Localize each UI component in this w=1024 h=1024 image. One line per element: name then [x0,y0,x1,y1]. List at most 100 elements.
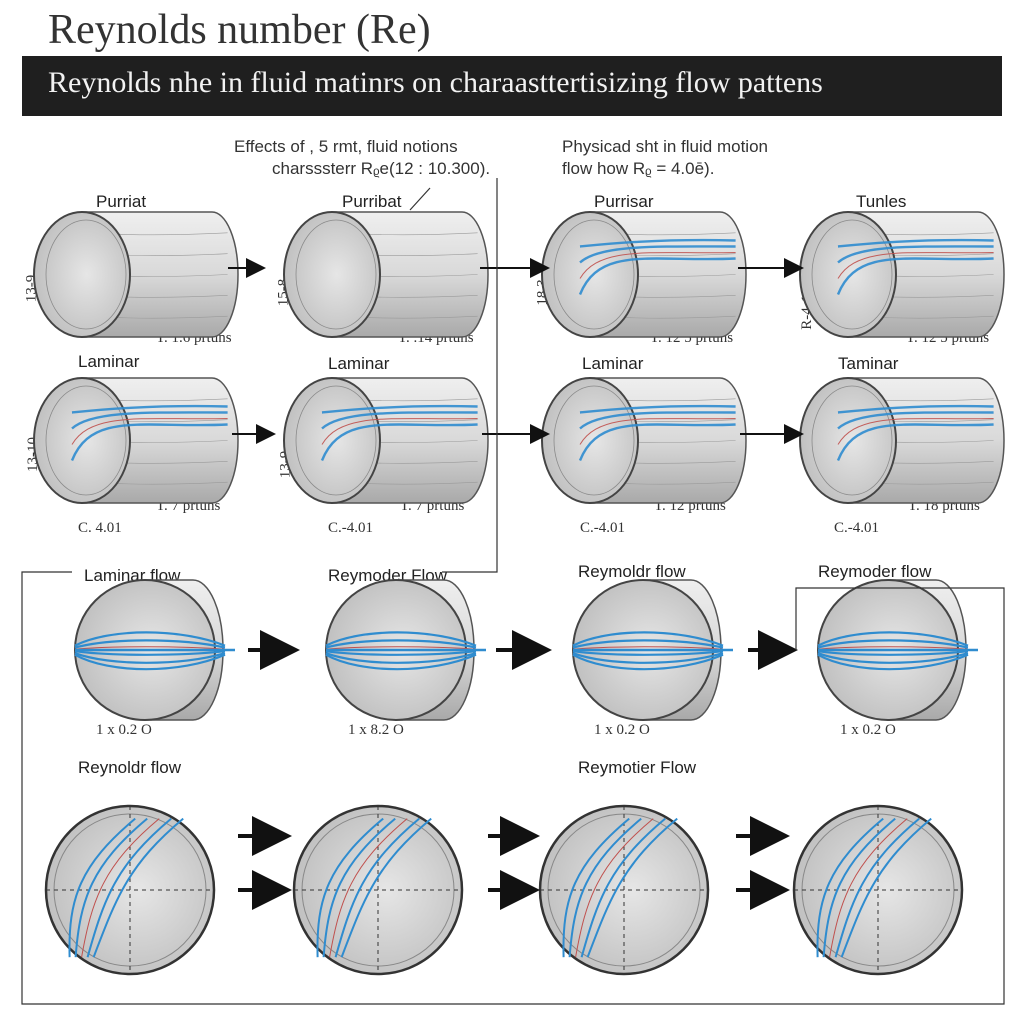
row2-code-1: C. 4.01 [78,520,122,536]
row2-pipe-3-streamline [579,404,736,414]
row4-section-2-streamline [340,817,432,958]
row3-pipe-3 [572,579,733,721]
row4-section-3-streamline [562,817,630,958]
row4-section-4-streamline [829,818,908,958]
row2-code-2: C.-4.01 [328,520,373,536]
row2-label-4: Taminar [838,354,899,373]
row3-pipe-2-streamline [325,652,477,664]
row3-bottom-4: 1 x 0.2 O [840,722,896,738]
header-banner: Reynolds nhe in fluid matinrs on charaas… [22,56,1002,116]
row1-pipe-4-streamline [836,257,994,295]
row3-pipe-2-streamline [325,639,477,649]
row4-section-4-streamline [822,817,896,958]
row4-section-2-streamline [334,817,420,958]
row4-section-3-streamline [575,818,654,958]
row4-label-2: Reymotier Flow [578,758,697,777]
row1-pipe-4-streamline [837,245,994,264]
row1-label-2: Purribat [342,192,402,211]
row3-pipe-3-streamline [572,639,724,649]
row3-pipe-3-streamline [572,646,724,650]
row3-pipe-3-streamline [572,650,724,656]
row3-pipe-3-streamline [572,652,724,664]
row1-pipe-4-streamline [837,238,994,248]
row1-pipe-3 [541,211,747,338]
row1-label-3: Purrisar [594,192,654,211]
row2-pipe-4-streamline [837,411,994,430]
row4-section-3-streamline [586,817,678,958]
row4-section-4-streamline [840,817,932,958]
row2-pipe-3-streamline [579,411,736,430]
row4-section-4 [792,804,964,976]
row4-section-2-streamline [329,818,408,958]
row1-pipe-3-streamline [578,257,736,295]
row3-pipe-1-streamline [74,631,226,647]
banner-text: Reynolds nhe in fluid matinrs on charaas… [48,66,823,99]
row4-section-2-streamline [322,817,396,958]
row1-pipe-4-opening [799,211,897,338]
row4-section-3-streamline [580,817,666,958]
row3-pipe-4-streamline [817,639,969,649]
row2-pipe-2-streamline [321,411,478,430]
row2-label-1: Laminar [78,352,140,371]
row3-pipe-4-streamline [817,650,969,656]
row4-section-2-streamline [316,817,384,958]
row1-pipe-4 [799,211,1005,338]
row3-pipe-2-streamline [325,650,477,656]
row3-pipe-2 [325,579,486,721]
row3-pipe-4-streamline [817,646,969,650]
row2-code-4: C.-4.01 [834,520,879,536]
row3-pipe-3-streamline [572,653,724,671]
row1-pipe-2 [283,211,489,338]
row3-pipe-2-streamline [325,646,477,650]
row3-pipe-4-streamline [817,652,969,664]
caption-right-line1: Physicad sht in fluid motion [562,137,768,156]
row4-label-1: Reynoldr flow [78,758,181,777]
row2-pipe-4 [799,377,1005,504]
row2-label-2: Laminar [328,354,390,373]
row1-pipe-1-opening [33,211,131,338]
row2-pipe-3 [541,377,747,504]
row2-pipe-4-opening [799,377,897,504]
row4-section-2 [292,804,464,976]
row2-pipe-3-streamline [578,423,736,461]
row1-pipe-3-streamline [579,238,736,248]
row2-pipe-1-streamline [70,423,228,461]
row3-label-3: Reymoldr flow [578,562,686,581]
row3-pipe-2-streamline [325,631,477,647]
row2-pipe-4-streamline [836,423,994,461]
row4-section-1 [44,804,216,976]
row3-pipe-4-streamline [817,653,969,671]
row2-pipe-2-streamline [321,404,478,414]
row4-section-1-streamline [68,817,136,958]
row2-pipe-2-streamline [320,423,478,461]
row1-label-4: Tunles [856,192,907,211]
row2-pipe-3-opening [541,377,639,504]
row1-pipe-1 [33,211,239,338]
row2-pipe-3-streamline [579,418,736,445]
row3-pipe-1-streamline [74,639,226,649]
caption-left-line2: charsssterr Rᵨe(12 : 10.300). [272,159,491,178]
row2-pipe-4-streamline [837,404,994,414]
caption-right-line2: flow how Rᵨ = 4.0ē). [562,159,715,178]
row3-bottom-2: 1 x 8.2 O [348,722,404,738]
caption-left-line1: Effects of , 5 rmt, fluid notions [234,137,458,156]
row1-label-1: Purriat [96,192,147,211]
row4-section-1-streamline [92,817,184,958]
row1-pipe-2-opening [283,211,381,338]
row2-pipe-1 [33,377,239,504]
row1-pipe-3-opening [541,211,639,338]
row2-pipe-2-streamline [321,418,478,445]
row3-pipe-1-streamline [74,646,226,650]
row2-pipe-2 [283,377,489,504]
page-title: Reynolds number (Re) [48,7,431,53]
row3-pipe-3-streamline [572,631,724,647]
row2-pipe-1-streamline [71,411,228,430]
row3-label-4: Reymoder flow [818,562,932,581]
row3-pipe-1 [74,579,235,721]
row3-pipe-4-streamline [817,631,969,647]
row3-pipe-1-streamline [74,653,226,671]
row3-pipe-1-streamline [74,652,226,664]
row4-section-3 [538,804,710,976]
lower-frame [21,571,1005,1005]
